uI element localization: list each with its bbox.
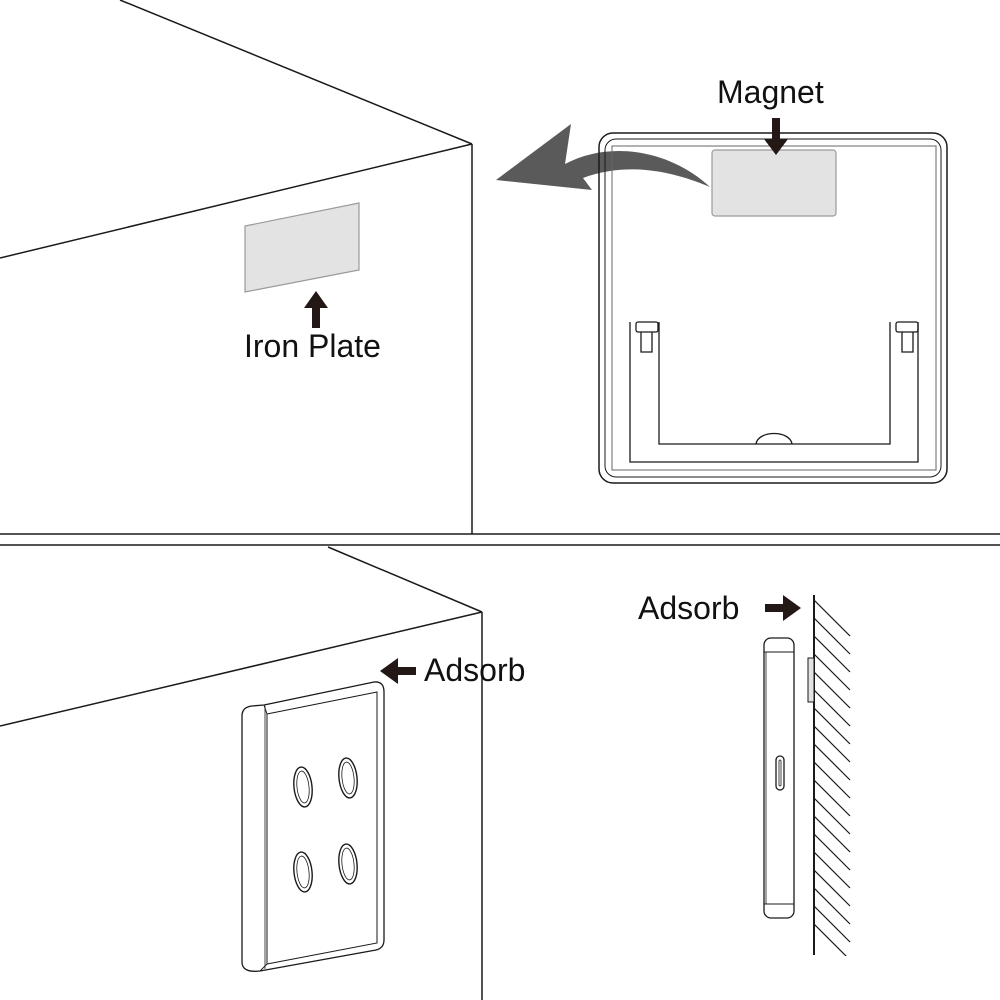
switch-buttons bbox=[293, 757, 358, 893]
panel-divider bbox=[0, 533, 1000, 546]
iron-plate bbox=[244, 202, 360, 293]
magnet-pointer-arrow bbox=[764, 118, 788, 155]
adsorb-front-arrow bbox=[380, 658, 416, 684]
magnet-pad bbox=[711, 149, 837, 217]
wall-surface bbox=[813, 595, 851, 956]
adsorb-side-arrow bbox=[765, 595, 801, 621]
switch-panel-side-view bbox=[763, 637, 815, 919]
bottom-cabinet-box bbox=[0, 546, 483, 1000]
transfer-curved-arrow bbox=[496, 124, 710, 190]
top-cabinet-box bbox=[0, 0, 473, 534]
iron-plate-label: Iron Plate bbox=[244, 328, 381, 364]
kickstand-bracket bbox=[629, 321, 919, 463]
magnet-label: Magnet bbox=[717, 74, 824, 110]
adsorb-side-label: Adsorb bbox=[638, 590, 740, 626]
switch-panel-front bbox=[241, 681, 385, 972]
iron-plate-pointer-arrow bbox=[304, 291, 328, 328]
adsorb-front-label: Adsorb bbox=[424, 652, 526, 688]
